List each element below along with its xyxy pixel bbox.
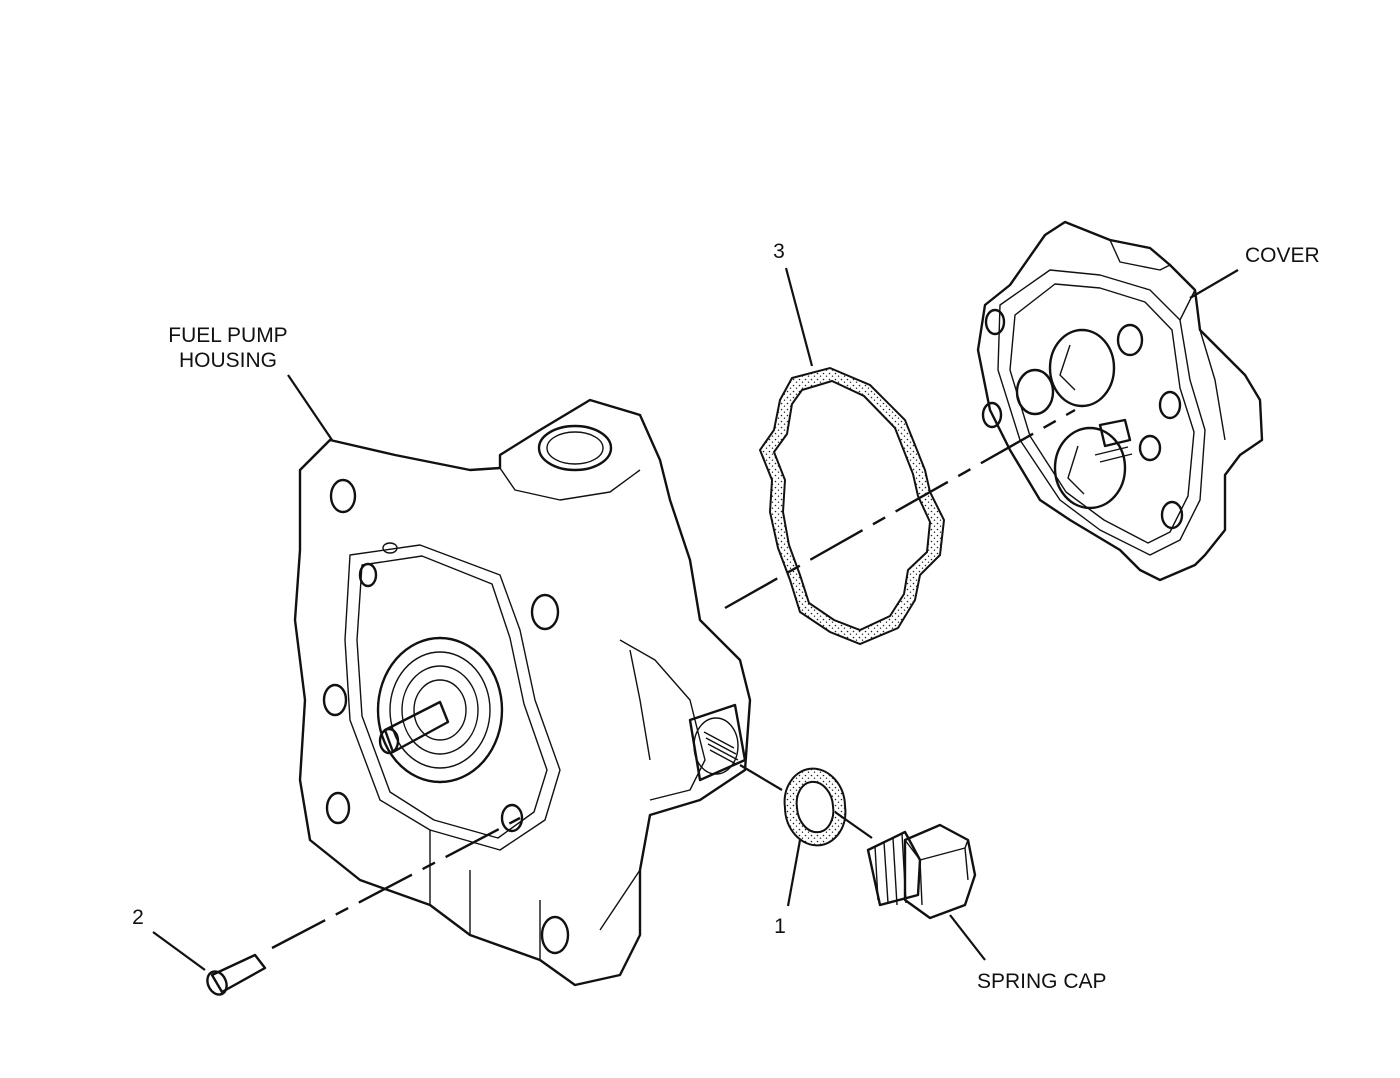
callout-1: 1 [774, 915, 786, 938]
leader-lines [152, 267, 1239, 971]
bolt-hole [322, 683, 348, 717]
dowel-pin [206, 953, 267, 996]
cap-axis-line [834, 811, 873, 839]
spring-cap-label: SPRING CAP [977, 970, 1107, 993]
dowel-leader [152, 931, 206, 971]
bolt-hole [500, 803, 524, 833]
callout-3: 3 [773, 240, 785, 263]
cover-leader [1189, 269, 1239, 299]
housing-leader [287, 374, 333, 441]
fuel-pump-housing [293, 398, 752, 987]
bolt-hole [329, 478, 357, 514]
gasket-leader [784, 267, 814, 367]
gasket [758, 366, 946, 646]
valve-axis-line [739, 764, 783, 791]
washer-leader [786, 839, 802, 907]
callout-2: 2 [132, 906, 144, 929]
bolt-hole [358, 562, 378, 588]
cover [976, 220, 1264, 582]
spring-cap [866, 823, 977, 920]
washer [783, 767, 847, 847]
cover-axis-line [724, 408, 1076, 610]
cover-label: COVER [1245, 244, 1320, 267]
dowel-axis-line [271, 816, 521, 950]
bolt-hole [540, 915, 570, 955]
spring-cap-leader [949, 914, 986, 961]
housing-label-line1: FUEL PUMP [168, 324, 287, 347]
bolt-hole [530, 593, 560, 631]
housing-label-line2: HOUSING [179, 349, 277, 372]
assembly-axis-lines [271, 408, 1076, 950]
bolt-hole [325, 791, 351, 825]
